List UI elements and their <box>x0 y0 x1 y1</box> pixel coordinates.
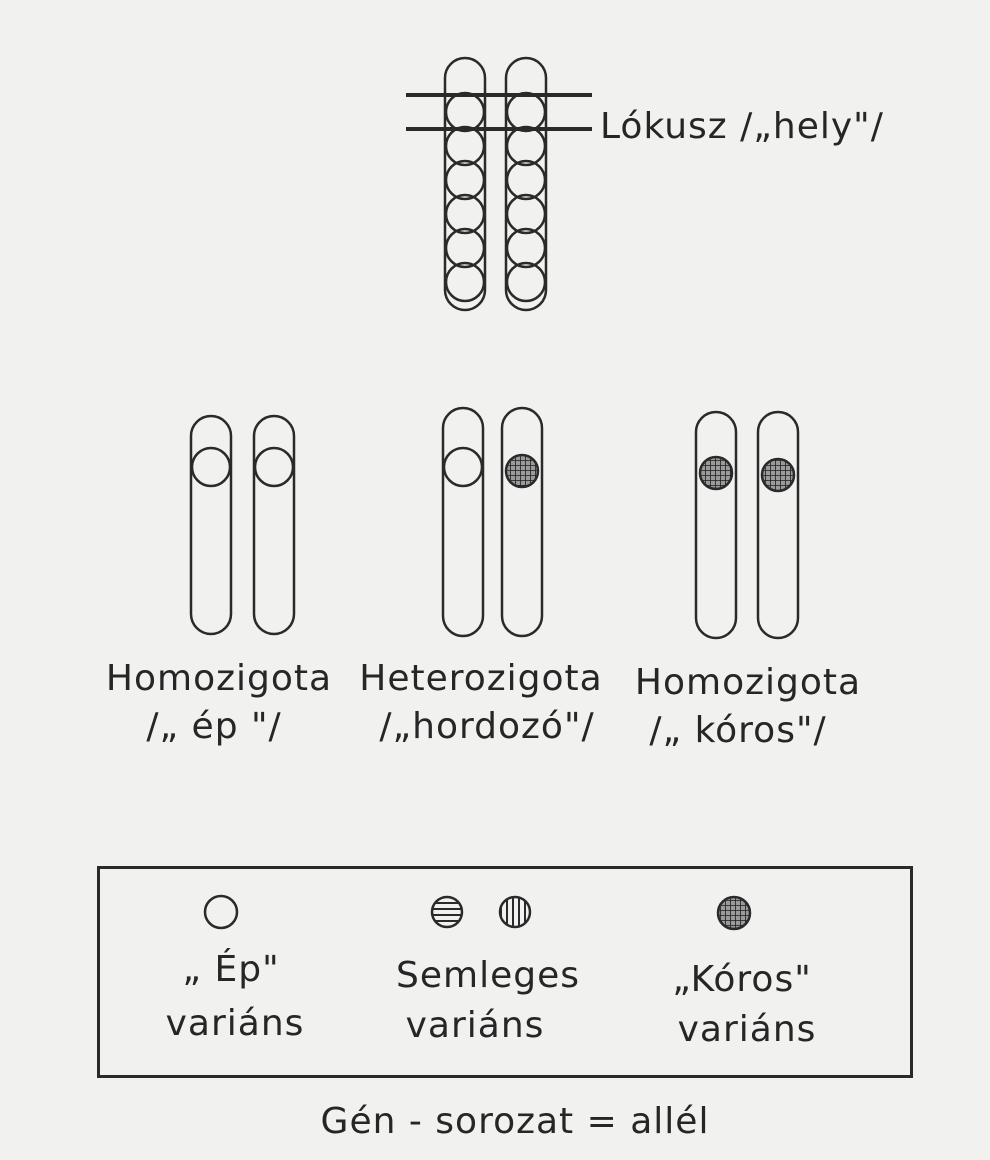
chromosome-pair-homozygous-pathological <box>696 412 798 638</box>
legend-healthy-line1: „ Ép" <box>182 952 279 988</box>
genotype-name-homozygous-pathological: Homozigota <box>635 665 861 701</box>
genotype-note-pathological: /„ kóros"/ <box>649 713 826 749</box>
legend-pathological-line1: „Kóros" <box>672 962 812 998</box>
genotype-note-carrier: /„hordozó"/ <box>379 709 594 745</box>
chromosome-pair-heterozygous-carrier <box>443 408 542 636</box>
locus-label: Lókusz /„hely"/ <box>600 109 884 145</box>
pathological-allele-icon <box>762 459 794 491</box>
legend-healthy-line2: variáns <box>166 1006 305 1042</box>
locus-chromosome-pair <box>406 58 592 310</box>
legend-neutral-line2: variáns <box>406 1008 545 1044</box>
legend-pathological-line2: variáns <box>678 1012 817 1048</box>
caption: Gén - sorozat = allél <box>321 1104 710 1140</box>
genotype-name-heterozygous: Heterozigota <box>359 661 602 697</box>
genotype-note-healthy: /„ ép "/ <box>146 709 281 745</box>
genotype-name-homozygous-healthy: Homozigota <box>106 661 332 697</box>
chromosome-pair-homozygous-healthy <box>191 416 294 634</box>
pathological-allele-icon <box>700 457 732 489</box>
legend-neutral-line1: Semleges <box>396 958 580 994</box>
pathological-allele-icon <box>506 455 538 487</box>
